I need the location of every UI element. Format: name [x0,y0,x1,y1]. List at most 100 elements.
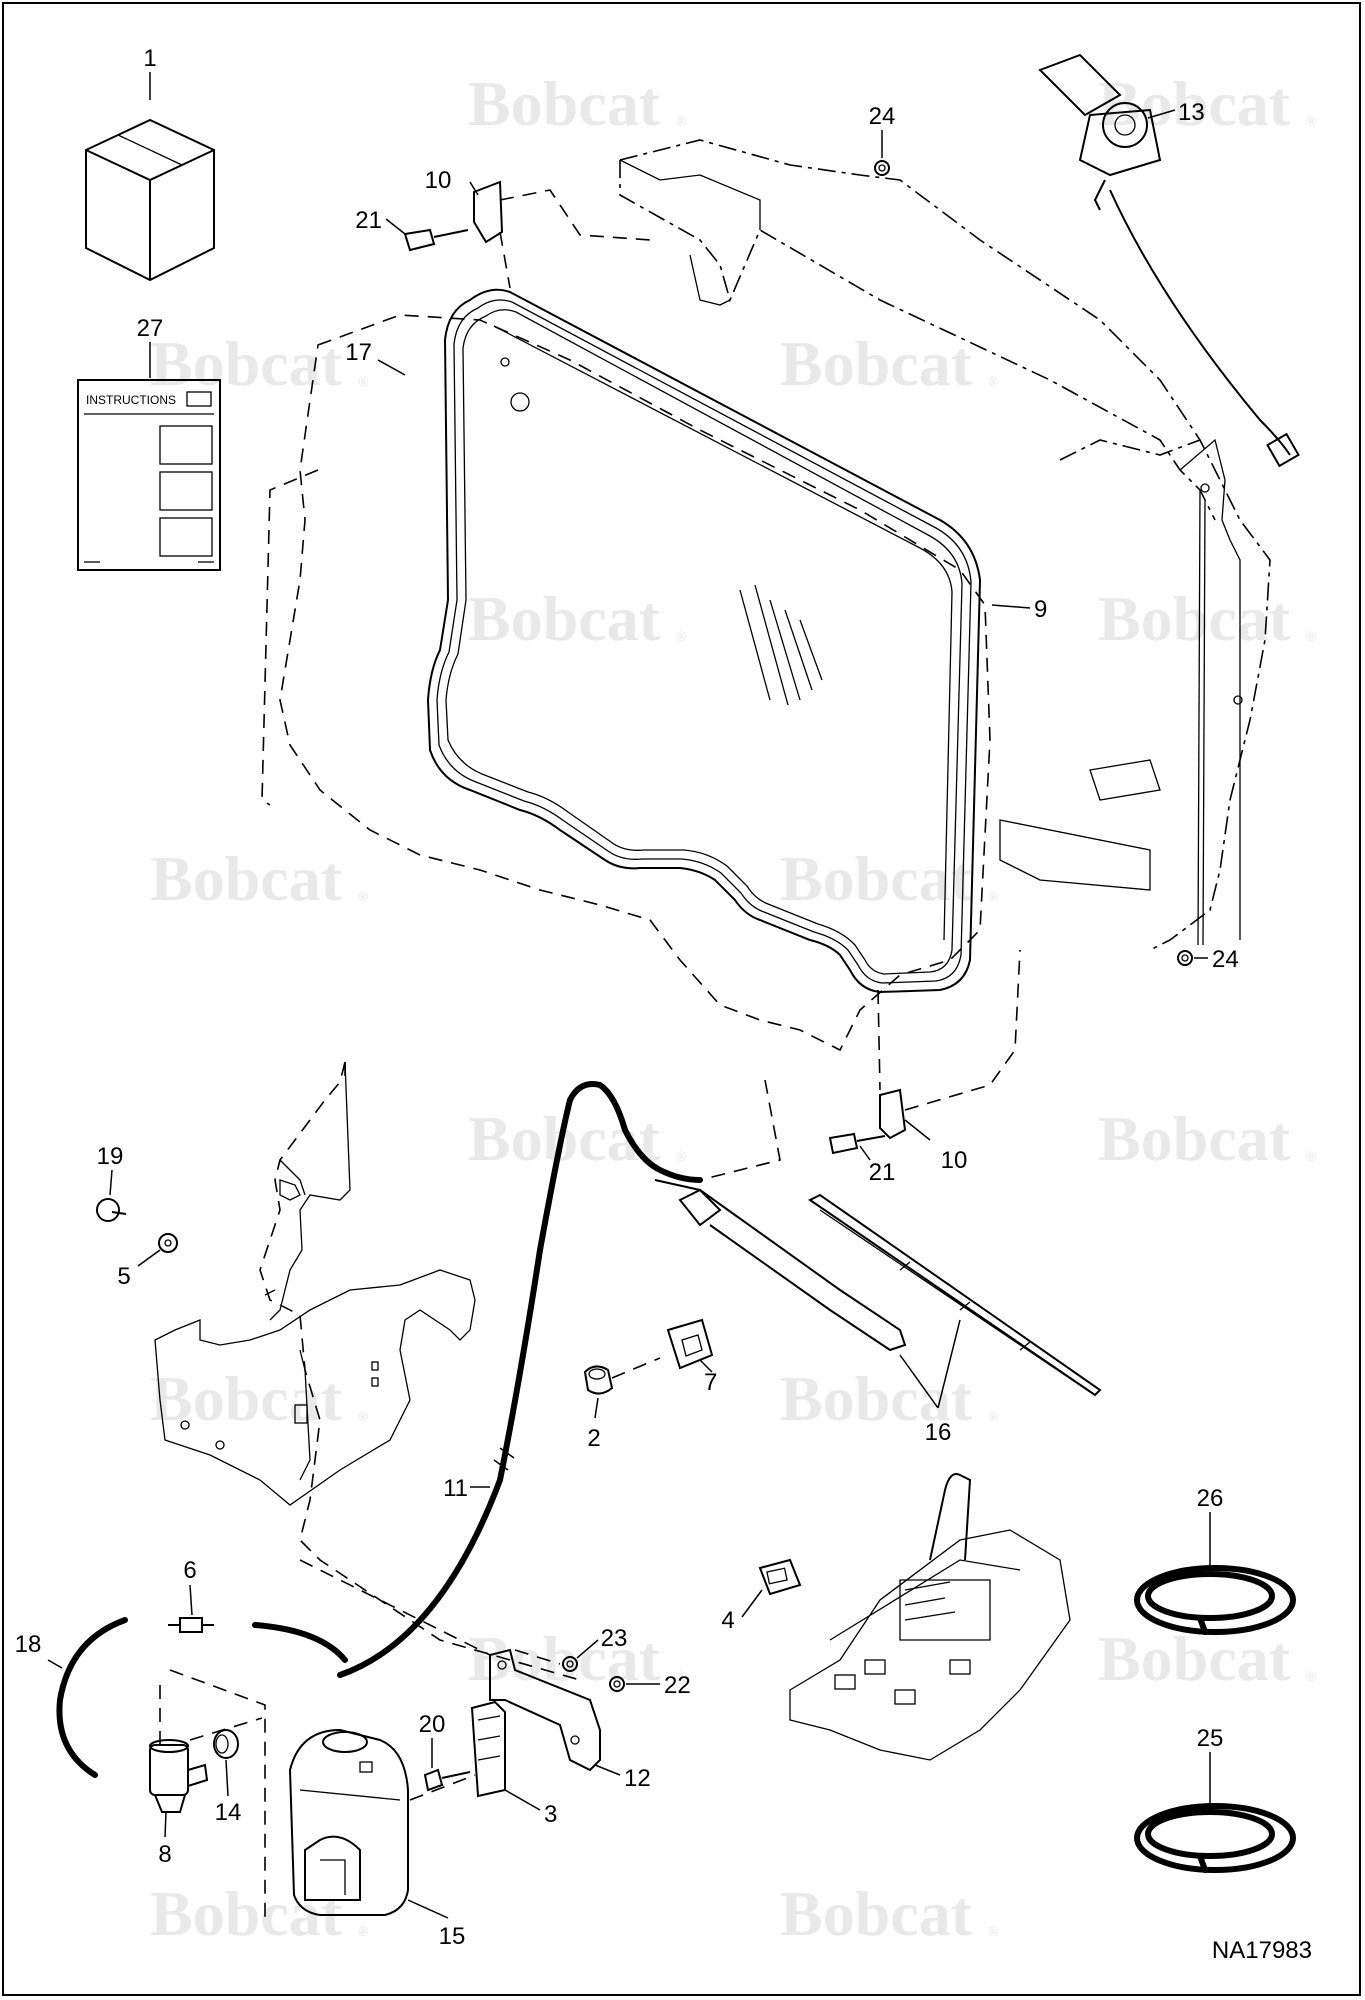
callout-17: 17 [345,339,372,366]
callout-27: 27 [137,315,164,342]
part-9-window-seal [426,288,982,994]
watermark-row-8: Bobcat®Bobcat® [150,1878,999,1949]
callout-19: 19 [97,1143,124,1170]
watermark-row-2: Bobcat®Bobcat® [150,328,999,399]
watermark-text: Bobcat [150,328,343,399]
part-24-nut-bottom [1177,950,1193,966]
leader-lines [47,72,1211,1919]
part-13-wiper-motor [1038,53,1300,468]
part-8-washer-pump [149,1739,209,1813]
svg-text:®: ® [358,1410,369,1425]
callout-23: 23 [601,1625,628,1652]
watermark-text: Bobcat [780,843,973,914]
callout-26: 26 [1197,1485,1224,1512]
watermark-row-3: Bobcat®Bobcat® [468,583,1317,654]
part-7-cable-clip [666,1318,714,1370]
svg-text:®: ® [1306,1670,1317,1685]
part-14-pump-grommet [213,1729,239,1759]
callout-9: 9 [1034,596,1047,623]
callout-11: 11 [443,1475,468,1502]
hidden-line-lower-bracket [877,949,1021,1111]
callout-20: 20 [419,1711,446,1738]
callout-12: 12 [624,1765,651,1792]
callout-18: 18 [15,1631,42,1658]
watermark-text: Bobcat [1098,1103,1291,1174]
control-panel-context [789,1473,1071,1761]
part-23-nut [562,1656,578,1672]
callout-14: 14 [215,1799,242,1826]
part-1-kit-box [85,118,215,282]
svg-text:®: ® [988,375,999,390]
part-25-hose-coil [1134,1803,1296,1873]
svg-text:®: ® [676,115,687,130]
part-21-screw-top [403,228,469,252]
callout-labels: 1 27 17 10 21 24 13 9 24 21 10 19 5 7 2 … [15,45,1239,1950]
svg-text:®: ® [358,890,369,905]
part-18-hose [56,1617,348,1778]
callout-1: 1 [143,45,156,72]
watermark-text: Bobcat [468,68,661,139]
svg-text:®: ® [676,1150,687,1165]
watermark-row-5: Bobcat®Bobcat® [468,1103,1317,1174]
part-17-glass-outline [261,314,991,1052]
hidden-line-arm [699,1079,781,1181]
callout-22: 22 [664,1672,691,1699]
part-27-instructions-sheet: INSTRUCTIONS [77,379,221,571]
callout-24: 24 [1212,946,1239,973]
hidden-line-grommet [611,1357,661,1379]
part-6-check-valve [168,1617,214,1633]
part-22-nut [609,1676,625,1692]
part-11-washer-hose [337,1081,703,1678]
callout-21: 21 [869,1159,896,1186]
callout-16: 16 [925,1419,952,1446]
part-15-washer-reservoir [288,1728,409,1916]
svg-text:®: ® [1306,1150,1317,1165]
hidden-line-top-bracket [499,189,651,289]
svg-text:®: ® [358,1925,369,1940]
watermark-text: Bobcat [1098,583,1291,654]
svg-text:®: ® [358,375,369,390]
svg-text:®: ® [988,1925,999,1940]
svg-text:®: ® [988,890,999,905]
callout-4: 4 [721,1607,734,1634]
svg-text:®: ® [988,1410,999,1425]
rear-cab-frame [619,139,1271,951]
part-21-screw-bottom [828,1132,886,1155]
svg-text:®: ® [1306,115,1317,130]
hidden-line-pump [159,1669,266,1920]
svg-text:®: ® [676,1670,687,1685]
watermark-text: Bobcat [1098,1623,1291,1694]
callout-24: 24 [869,103,896,130]
callout-13: 13 [1178,99,1205,126]
part-4-switch [758,1558,802,1596]
watermark-row-4: Bobcat ® Bobcat ® [150,843,999,914]
svg-text:®: ® [676,630,687,645]
drawing-code: NA17983 [1212,1937,1312,1964]
callout-6: 6 [183,1557,196,1584]
callout-5: 5 [117,1263,130,1290]
callout-10: 10 [425,167,452,194]
callout-3: 3 [544,1801,557,1828]
watermark-layer: Bobcat®Bobcat® Bobcat®Bobcat® Bobcat®Bob… [150,68,1317,1949]
part-10-bracket-top [473,180,504,244]
part-24-nut-top [874,160,890,176]
callout-10: 10 [941,1147,968,1174]
watermark-text: Bobcat [780,1878,973,1949]
part-10-bracket-bottom [879,1088,907,1140]
callout-8: 8 [158,1841,171,1868]
part-20-screw [423,1768,471,1792]
callout-25: 25 [1197,1725,1224,1752]
instructions-label: INSTRUCTIONS [86,393,176,407]
watermark-row-6: Bobcat®Bobcat® [150,1363,999,1434]
part-16-wiper-blade [808,1193,1102,1397]
watermark-text: Bobcat [150,1363,343,1434]
callout-21: 21 [355,207,382,234]
watermark-text: Bobcat [150,843,343,914]
hidden-line-bracket12 [299,1559,561,1665]
part-16-wiper-arm [654,1179,907,1352]
watermark-row-7: Bobcat®Bobcat® [468,1623,1317,1694]
callout-7: 7 [704,1369,717,1396]
callout-15: 15 [439,1923,466,1950]
